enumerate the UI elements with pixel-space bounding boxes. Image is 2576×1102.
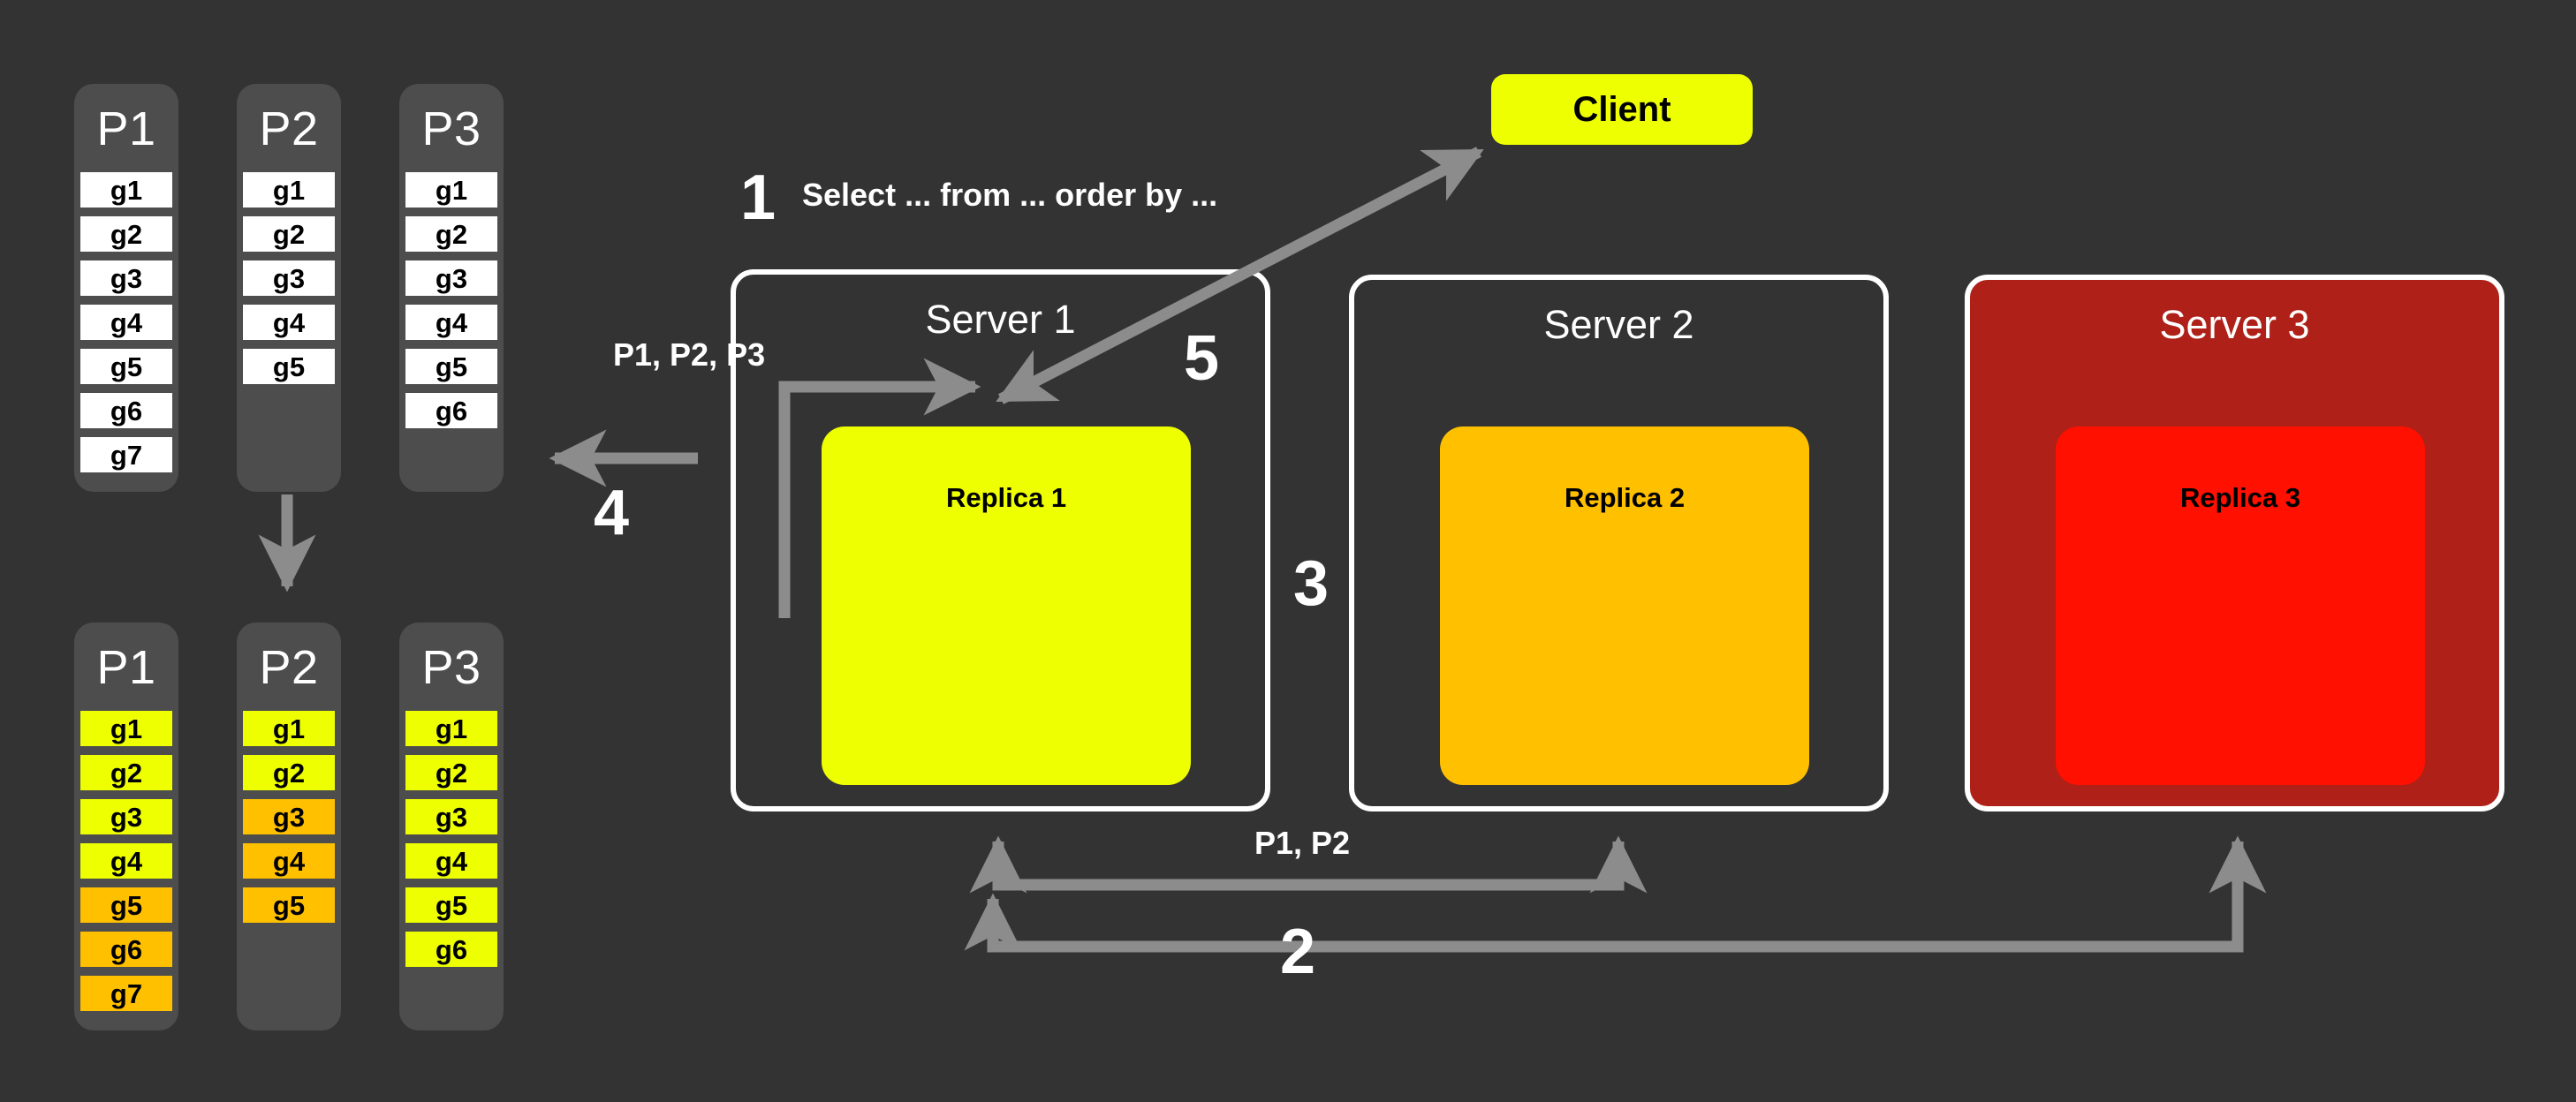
partition-cell[interactable]: g3 xyxy=(243,260,335,296)
partition-cell[interactable]: g3 xyxy=(405,260,497,296)
partition-cell[interactable]: g6 xyxy=(405,932,497,967)
label-p1-p2-p3: P1, P2, P3 xyxy=(613,336,766,373)
step-5-number: 5 xyxy=(1184,323,1220,394)
partition-cell[interactable]: g6 xyxy=(80,393,172,428)
client-node[interactable]: Client xyxy=(1491,74,1753,145)
partition-cell[interactable]: g3 xyxy=(243,799,335,834)
server-2-box[interactable]: Server 2 Replica 2 xyxy=(1349,275,1889,811)
partition-cell[interactable]: g5 xyxy=(405,887,497,923)
replica-1-box[interactable]: Replica 1 xyxy=(822,426,1191,785)
replica-2-box[interactable]: Replica 2 xyxy=(1440,426,1809,785)
partition-cell[interactable]: g4 xyxy=(405,843,497,879)
partition-cell[interactable]: g5 xyxy=(243,887,335,923)
partition-cell[interactable]: g3 xyxy=(80,799,172,834)
partition-cell[interactable]: g2 xyxy=(405,755,497,790)
partition-column-p3-before[interactable]: P3 g1 g2 g3 g4 g5 g6 xyxy=(399,84,504,492)
partition-cell[interactable]: g1 xyxy=(80,172,172,208)
partition-cell[interactable]: g4 xyxy=(243,843,335,879)
replica-3-label: Replica 3 xyxy=(2179,482,2301,513)
partition-cell[interactable]: g2 xyxy=(405,216,497,252)
partition-cell[interactable]: g4 xyxy=(405,305,497,340)
partition-cell[interactable]: g5 xyxy=(243,349,335,384)
partition-cell[interactable]: g7 xyxy=(80,437,172,472)
partition-column-p3-after[interactable]: P3 g1 g2 g3 g4 g5 g6 xyxy=(399,623,504,1030)
partition-column-p2-before[interactable]: P2 g1 g2 g3 g4 g5 xyxy=(237,84,341,492)
partition-cell[interactable]: g4 xyxy=(80,843,172,879)
partition-cell[interactable]: g2 xyxy=(243,755,335,790)
partition-column-title: P1 xyxy=(96,641,156,694)
replica-3-box[interactable]: Replica 3 xyxy=(2056,426,2425,785)
partition-cell[interactable]: g2 xyxy=(80,755,172,790)
arrow-step-2-server3 xyxy=(964,835,2267,953)
step-4-number: 4 xyxy=(594,478,630,548)
partition-cell[interactable]: g5 xyxy=(80,349,172,384)
partition-cell[interactable]: g5 xyxy=(80,887,172,923)
step-2-number: 2 xyxy=(1280,917,1316,987)
partition-cell[interactable]: g6 xyxy=(405,393,497,428)
partition-column-p2-after[interactable]: P2 g1 g2 g3 g4 g5 xyxy=(237,623,341,1030)
partition-cell[interactable]: g2 xyxy=(80,216,172,252)
query-text: Select ... from ... order by ... xyxy=(802,177,1218,213)
partition-cell[interactable]: g4 xyxy=(80,305,172,340)
partition-column-p1-before[interactable]: P1 g1 g2 g3 g4 g5 g6 g7 xyxy=(74,84,178,492)
label-p1-p2: P1, P2 xyxy=(1254,825,1351,861)
server-2-title: Server 2 xyxy=(1543,302,1694,347)
partition-column-p1-after[interactable]: P1 g1 g2 g3 g4 g5 g6 g7 xyxy=(74,623,178,1030)
partition-column-title: P2 xyxy=(259,641,319,694)
step-1-number: 1 xyxy=(740,162,777,233)
step-3-number: 3 xyxy=(1293,548,1330,619)
server-3-box[interactable]: Server 3 Replica 3 xyxy=(1965,275,2504,811)
partition-cell[interactable]: g1 xyxy=(243,172,335,208)
partition-cell[interactable]: g7 xyxy=(80,976,172,1011)
partition-cell[interactable]: g5 xyxy=(405,349,497,384)
partition-column-title: P2 xyxy=(259,102,319,155)
partition-cell[interactable]: g6 xyxy=(80,932,172,967)
partition-cell[interactable]: g3 xyxy=(405,799,497,834)
partition-cell[interactable]: g3 xyxy=(80,260,172,296)
client-label: Client xyxy=(1572,90,1671,129)
partition-cell[interactable]: g1 xyxy=(243,711,335,746)
partition-column-title: P1 xyxy=(96,102,156,155)
replica-1-label: Replica 1 xyxy=(945,482,1067,513)
partition-cell[interactable]: g1 xyxy=(405,172,497,208)
partition-cell[interactable]: g1 xyxy=(80,711,172,746)
partition-column-title: P3 xyxy=(421,102,481,155)
replica-2-label: Replica 2 xyxy=(1564,482,1686,513)
partition-cell[interactable]: g2 xyxy=(243,216,335,252)
partition-cell[interactable]: g4 xyxy=(243,305,335,340)
partition-cell[interactable]: g1 xyxy=(405,711,497,746)
partition-column-title: P3 xyxy=(421,641,481,694)
server-3-title: Server 3 xyxy=(2159,302,2310,347)
